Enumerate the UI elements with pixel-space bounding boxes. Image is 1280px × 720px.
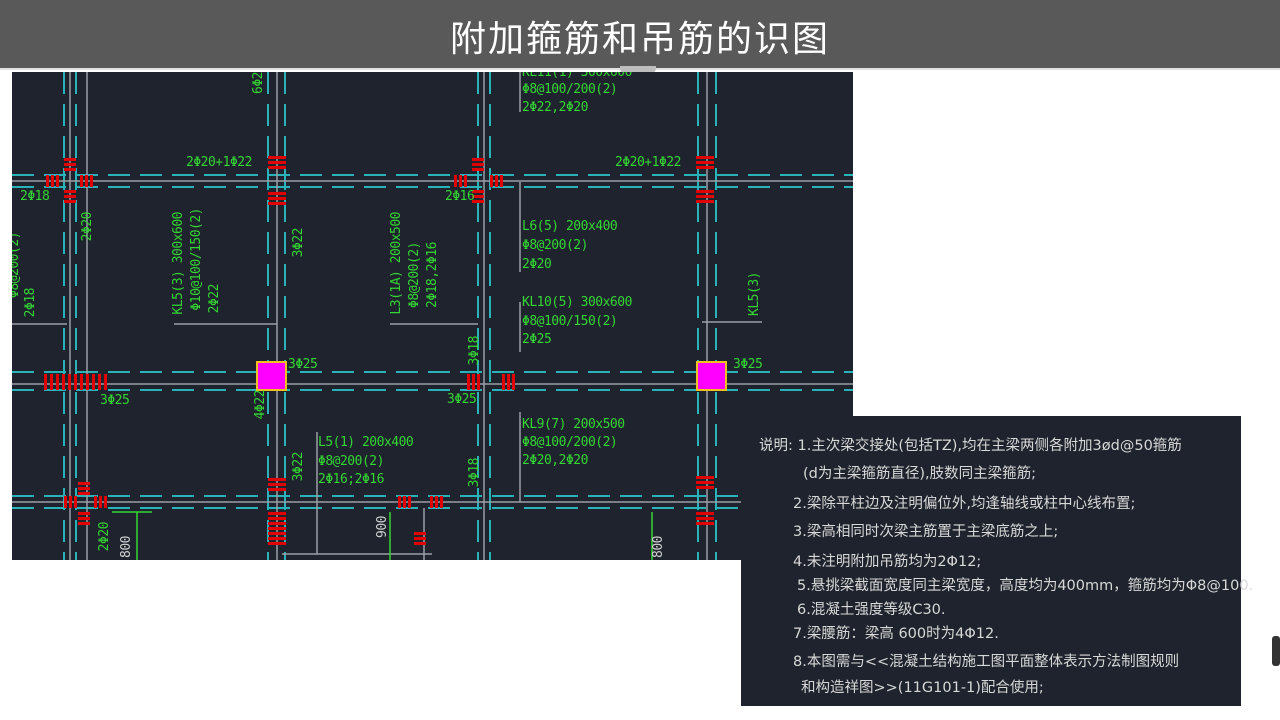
beam-rebar-l3: 2Φ18,2Φ16 [425,242,440,308]
rebar-label: 2Φ20 [80,212,95,242]
hanger-label: 2Φ18 [20,189,50,204]
note-line: 4.未注明附加吊筋均为2Φ12; [793,554,982,570]
dimension-label: 800 [651,536,666,558]
rebar-label: 3Φ25 [733,357,763,372]
cad-linework [12,72,853,560]
hanger-label: 2Φ20+1Φ22 [615,155,681,170]
beam-rebar-kl10: 2Φ25 [522,332,552,347]
beam-name-kl10: KL10(5) 300x600 [522,295,632,310]
rebar-label: 3Φ25 [288,357,318,372]
beam-name-kl11: KL11(1) 300x600 [522,72,632,80]
rebar-label: 3Φ25 [447,392,477,407]
rebar-label: 3Φ25 [100,393,130,408]
rebar-label: 3Φ22 [291,228,306,258]
beam-rebar-l5: 2Φ16;2Φ16 [318,472,384,487]
beam-rebar-kl11: 2Φ22,2Φ20 [522,100,588,115]
beam-stirrup-l3: Φ8@200(2) [407,242,422,308]
beam-stirrup-kl5: Φ10@100/150(2) [189,208,204,311]
note-line: 7.梁腰筋：梁高 600时为4Φ12. [793,626,999,642]
beam-stirrup-l5: Φ8@200(2) [318,454,384,469]
beam-stirrup-kl11: Φ8@100/200(2) [522,82,618,97]
rebar-label: 6Φ2 [251,72,266,94]
hanger-label: 2Φ20+1Φ22 [186,155,252,170]
dimension-lines [112,511,653,560]
slide-tab-notch [620,66,656,74]
beam-name-l6: L6(5) 200x400 [522,219,618,234]
beam-rebar-left: 2Φ18 [23,288,38,318]
cad-drawing: 6Φ2 KL11(1) 300x600 Φ8@100/200(2) 2Φ22,2… [12,72,853,560]
note-line: 5.悬挑梁截面宽度同主梁宽度，高度均为400mm，箍筋均为Φ8@100. [797,578,1254,594]
beam-rebar-kl9: 2Φ20,2Φ20 [522,453,588,468]
note-line: (d为主梁箍筋直径),肢数同主梁箍筋; [803,466,1037,482]
note-line: 说明: 1.主次梁交接处(包括TZ),均在主梁两侧各附加3ød@50箍筋 [759,438,1182,454]
axis-lines [12,72,853,560]
beam-stirrup-l6: Φ8@200(2) [522,238,588,253]
beam-name-kl9: KL9(7) 200x500 [522,417,625,432]
rebar-label: 3Φ18 [467,336,482,366]
beam-stirrup-kl9: Φ8@100/200(2) [522,435,618,450]
slide-title-bar: 附加箍筋和吊筋的识图 [0,0,1280,70]
design-notes-panel: 说明: 1.主次梁交接处(包括TZ),均在主梁两侧各附加3ød@50箍筋 (d为… [741,416,1253,706]
dimension-label: 800 [119,536,134,558]
rebar-label: 3Φ22 [291,452,306,482]
beam-name-kl5: KL5(3) 300x600 [171,212,186,315]
rebar-label: 2Φ20 [97,522,112,552]
dimension-label: 900 [375,516,390,538]
beam-rebar-kl5: 2Φ22 [207,284,222,314]
rebar-label: 4Φ22 [253,390,268,420]
beam-stirrup-kl10: Φ8@100/150(2) [522,314,618,329]
beam-edges [12,72,853,560]
beam-name-kl5-right: KL5(3) [747,272,762,316]
column-2 [696,361,727,391]
hanger-label: 2Φ16 [445,189,475,204]
beam-name-l5: L5(1) 200x400 [318,435,414,450]
hanger-bar-marks [44,156,714,545]
note-line: 2.梁除平柱边及注明偏位外,均逢轴线或柱中心线布置; [793,496,1136,512]
note-line: 和构造祥图>>(11G101-1)配合使用; [801,680,1044,696]
stirrup-group-left [44,374,107,390]
rebar-label: 3Φ18 [467,458,482,488]
beam-rebar-l6: 2Φ20 [522,257,552,272]
slide-title: 附加箍筋和吊筋的识图 [449,19,830,60]
column-1 [256,361,287,391]
beam-name-l3: L3(1A) 200x500 [389,212,404,315]
scrollbar-handle[interactable] [1272,636,1280,666]
note-line: 3.梁高相同时次梁主筋置于主梁底筋之上; [793,524,1059,540]
note-line: 6.混凝土强度等级C30. [797,602,946,618]
note-line: 8.本图需与<<混凝土结构施工图平面整体表示方法制图规则 [793,654,1180,670]
